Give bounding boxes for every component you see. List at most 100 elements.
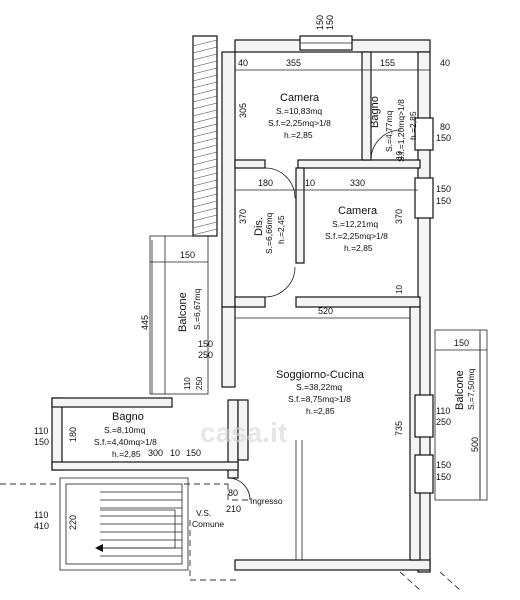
hatch-line (192, 109, 218, 117)
hatch-line (192, 172, 218, 180)
room-area: S.=10,83mq (276, 106, 322, 116)
room-area: S.=6,67mq (192, 288, 202, 330)
common-area-dashed-lines (0, 483, 461, 591)
room-window-area: S.f.=8,75mq>1/8 (288, 394, 351, 404)
hatch-line (192, 186, 218, 194)
room-area: S.=6,66mq (264, 212, 274, 254)
hatch-line (192, 151, 218, 159)
room-height: h.=2,85 (408, 111, 418, 140)
dim-label: 150 (436, 460, 451, 470)
dim-label: 520 (318, 306, 333, 316)
room-camera-2: Camera S.=12,21mq S.f.=2,25mq>1/8 h.=2,8… (325, 205, 388, 253)
dim-label: 305 (238, 103, 248, 118)
room-area: S.=7,50mq (466, 368, 476, 410)
room-window-area: S.f.=1,20mq>1/8 (396, 99, 406, 162)
room-name: Bagno (369, 96, 381, 128)
dim-label: 150 (454, 338, 469, 348)
hatch-line (192, 214, 218, 222)
hatch-line (192, 207, 218, 215)
dim-label: 370 (238, 209, 248, 224)
room-height: h.=2,85 (112, 449, 141, 459)
room-name: Camera (280, 92, 320, 104)
dim-label: 150 (436, 184, 451, 194)
dimensions: 150 150 40 355 155 40 305 80 150 10 180 … (34, 15, 480, 531)
dim-label: 150 (325, 15, 335, 30)
walls (51, 35, 488, 573)
dim-label: 10 (170, 448, 180, 458)
room-name: Camera (338, 205, 378, 217)
room-area: S.=38,22mq (296, 382, 342, 392)
dim-label: 370 (394, 209, 404, 224)
dim-label: 735 (394, 421, 404, 436)
hatch-line (192, 165, 218, 173)
dim-label: 150 (315, 15, 325, 30)
wall-hatching (192, 39, 218, 236)
room-bagno-1: Bagno S.=4,77mq S.f.=1,20mq>1/8 h.=2,85 (369, 96, 418, 162)
room-height: h.=2,85 (284, 130, 313, 140)
dim-label: 40 (238, 58, 248, 68)
hatch-line (192, 116, 218, 124)
room-window-area: S.f.=2,25mq>1/8 (325, 231, 388, 241)
room-height: h.=2,45 (276, 215, 286, 244)
room-balcone-1: Balcone S.=6,67mq (177, 288, 202, 332)
dim-label: 110 (34, 510, 48, 520)
dim-label: 210 (226, 504, 241, 514)
dim-label: 300 (148, 448, 163, 458)
room-area: S.=12,21mq (332, 219, 378, 229)
dim-label: 10 (305, 178, 315, 188)
room-balcone-2: Balcone S.=7,50mq (454, 368, 476, 410)
dimension-lines (150, 69, 487, 498)
watermark: casa.it (200, 417, 287, 448)
room-soggiorno-cucina: Soggiorno-Cucina S.=38,22mq S.f.=8,75mq>… (276, 369, 365, 416)
room-area: S.=4,77mq (384, 110, 394, 152)
hatch-line (192, 53, 218, 61)
dim-label: 330 (350, 178, 365, 188)
dim-label: 150 (34, 437, 49, 447)
room-window-area: S.f.=4,40mq>1/8 (94, 437, 157, 447)
hatch-line (192, 137, 218, 145)
room-height: h.=2,85 (306, 406, 335, 416)
room-name: Balcone (454, 370, 466, 410)
ingresso-label: Ingresso (250, 496, 283, 506)
room-bagno-2: Bagno S.=8,10mq S.f.=4,40mq>1/8 h.=2,85 (94, 411, 157, 459)
dim-label: 10 (395, 285, 404, 294)
hatch-line (192, 200, 218, 208)
hatch-line (192, 123, 218, 131)
dim-label: 80 (440, 122, 450, 132)
hatch-line (192, 144, 218, 152)
dim-label: 80 (228, 488, 238, 498)
dim-label: 40 (440, 58, 450, 68)
hatch-line (192, 67, 218, 75)
dim-label: 150 (436, 133, 451, 143)
dim-label: 150 (198, 339, 213, 349)
hatch-line (192, 95, 218, 103)
room-name: Balcone (177, 292, 189, 332)
dim-label: 180 (68, 427, 78, 442)
hatch-line (192, 193, 218, 201)
hatch-line (192, 60, 218, 68)
dim-label: 250 (436, 417, 451, 427)
doors (227, 129, 402, 501)
room-name: Soggiorno-Cucina (276, 369, 365, 381)
hatch-line (192, 158, 218, 166)
hatch-line (192, 46, 218, 54)
dim-label: 150 (180, 250, 195, 260)
hatch-line (192, 39, 218, 47)
dim-label: 410 (34, 521, 49, 531)
dim-label: 110 (183, 377, 192, 390)
room-window-area: S.f.=2,25mq>1/8 (268, 118, 331, 128)
dim-label: 180 (258, 178, 273, 188)
hatch-line (192, 88, 218, 96)
dim-label: 110 (436, 406, 450, 416)
dim-label: 155 (380, 58, 395, 68)
hatch-line (192, 228, 218, 236)
dim-label: 500 (470, 437, 480, 452)
room-name: Dis. (253, 217, 265, 236)
dim-label: 250 (198, 350, 213, 360)
hatch-line (192, 221, 218, 229)
room-camera-1: Camera S.=10,83mq S.f.=2,25mq>1/8 h.=2,8… (268, 92, 331, 140)
room-area: S.=8,10mq (104, 425, 146, 435)
staircase (59, 477, 189, 571)
vano-scala-comune: V.S. Comune (192, 508, 224, 529)
